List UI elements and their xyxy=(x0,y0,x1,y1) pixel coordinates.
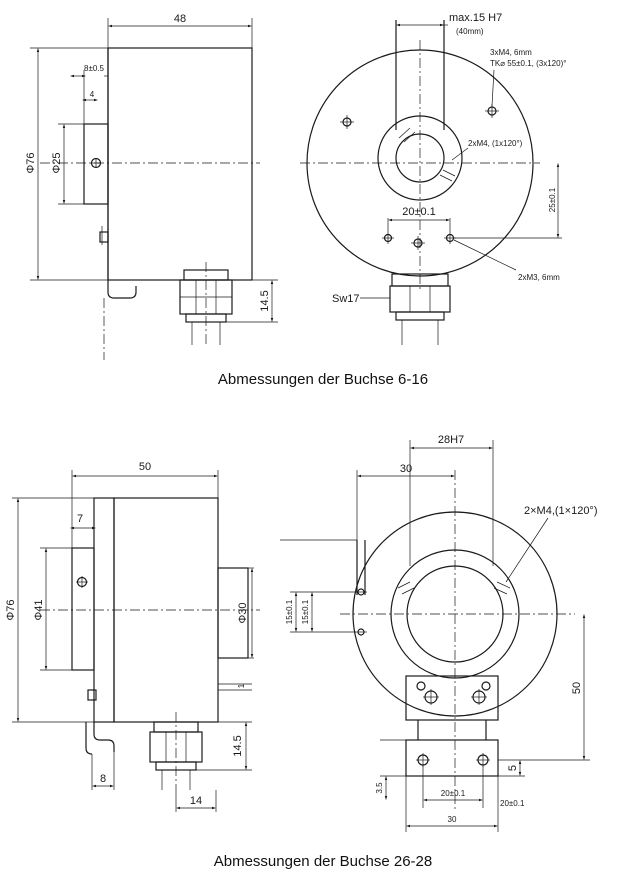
mount-hole-icon xyxy=(340,115,354,129)
dim-50: 50 xyxy=(571,682,583,694)
dim-28h7: 28H7 xyxy=(438,434,464,446)
dim-20: 20±0.1 xyxy=(402,206,436,218)
mount-hole-icon xyxy=(476,753,490,767)
cable-gland xyxy=(389,285,451,313)
bottom-front-view: 28H7 30 2×M4,(1×120°) 15±0.1 15±0.1 50 5… xyxy=(280,434,598,832)
label-2xm4: 2xM4, (1x120°) xyxy=(468,139,523,148)
dim-145: 14.5 xyxy=(232,735,244,756)
housing-body xyxy=(107,47,253,281)
mount-hole-icon xyxy=(481,681,491,691)
dim-4: 4 xyxy=(90,90,95,99)
mount-hole-icon xyxy=(423,689,439,705)
mount-hole-icon xyxy=(485,104,499,118)
mount-hole-icon xyxy=(471,689,487,705)
dim-5: 5 xyxy=(507,765,519,771)
dim-3-5: 3.5 xyxy=(375,782,384,794)
bottom-side-view: 50 Φ76 Φ41 Φ30 7 1 14.5 8 14 xyxy=(5,461,260,812)
mount-bracket-base xyxy=(405,739,499,777)
label-40mm: (40mm) xyxy=(456,27,484,36)
mount-hole-icon xyxy=(411,236,425,250)
caption-bottom: Abmessungen der Buchse 26-28 xyxy=(214,853,432,870)
mount-hole-icon xyxy=(416,681,426,691)
flange-ring xyxy=(71,547,95,671)
mount-bracket xyxy=(93,722,115,752)
mount-bracket xyxy=(107,280,137,299)
caption-top: Abmessungen der Buchse 6-16 xyxy=(218,371,428,388)
mount-hole-icon xyxy=(355,628,367,636)
dim-phi41: Φ41 xyxy=(33,599,45,620)
dim-width: 50 xyxy=(139,461,151,473)
dim-width: 48 xyxy=(174,13,186,25)
dim-phi30: Φ30 xyxy=(237,602,249,623)
label-sw17: Sw17 xyxy=(332,293,360,305)
mount-hole-icon xyxy=(416,753,430,767)
mount-bracket xyxy=(405,675,499,721)
top-side-view: 48 Φ76 Φ25 8±0.5 4 14.5 xyxy=(25,13,278,360)
dim-phi76: Φ76 xyxy=(5,599,17,620)
shaft-bore xyxy=(395,133,445,183)
label-max-h7: max.15 H7 xyxy=(449,12,502,24)
dim-15-a: 15±0.1 xyxy=(285,599,294,624)
shaft-stub xyxy=(217,567,249,659)
dim-phi76: Φ76 xyxy=(25,152,37,173)
dim-8: 8 xyxy=(100,773,106,785)
label-2xm4: 2×M4,(1×120°) xyxy=(524,505,598,517)
label-3xm4: 3xM4, 6mm xyxy=(490,48,532,57)
hollow-shaft xyxy=(377,115,463,201)
dim-phi25: Φ25 xyxy=(51,152,63,173)
label-2xm3: 2xM3, 6mm xyxy=(518,273,560,282)
dim-1: 1 xyxy=(237,683,246,688)
dim-8: 8±0.5 xyxy=(84,64,105,73)
top-front-view: max.15 H7 (40mm) 3xM4, 6mm TK⌀ 55±0.1, (… xyxy=(300,12,566,345)
dim-30-top: 30 xyxy=(400,463,412,475)
dim-25: 25±0.1 xyxy=(548,187,557,212)
dim-20-b: 20±0.1 xyxy=(500,799,525,808)
mount-hole-icon xyxy=(382,232,394,244)
dim-145: 14.5 xyxy=(259,290,271,311)
dim-15-b: 15±0.1 xyxy=(301,599,310,624)
dim-7: 7 xyxy=(77,513,83,525)
dim-14: 14 xyxy=(190,795,202,807)
dim-30-bottom: 30 xyxy=(448,815,457,824)
label-tk: TK⌀ 55±0.1, (3x120)° xyxy=(490,59,566,68)
dim-20-a: 20±0.1 xyxy=(441,789,466,798)
